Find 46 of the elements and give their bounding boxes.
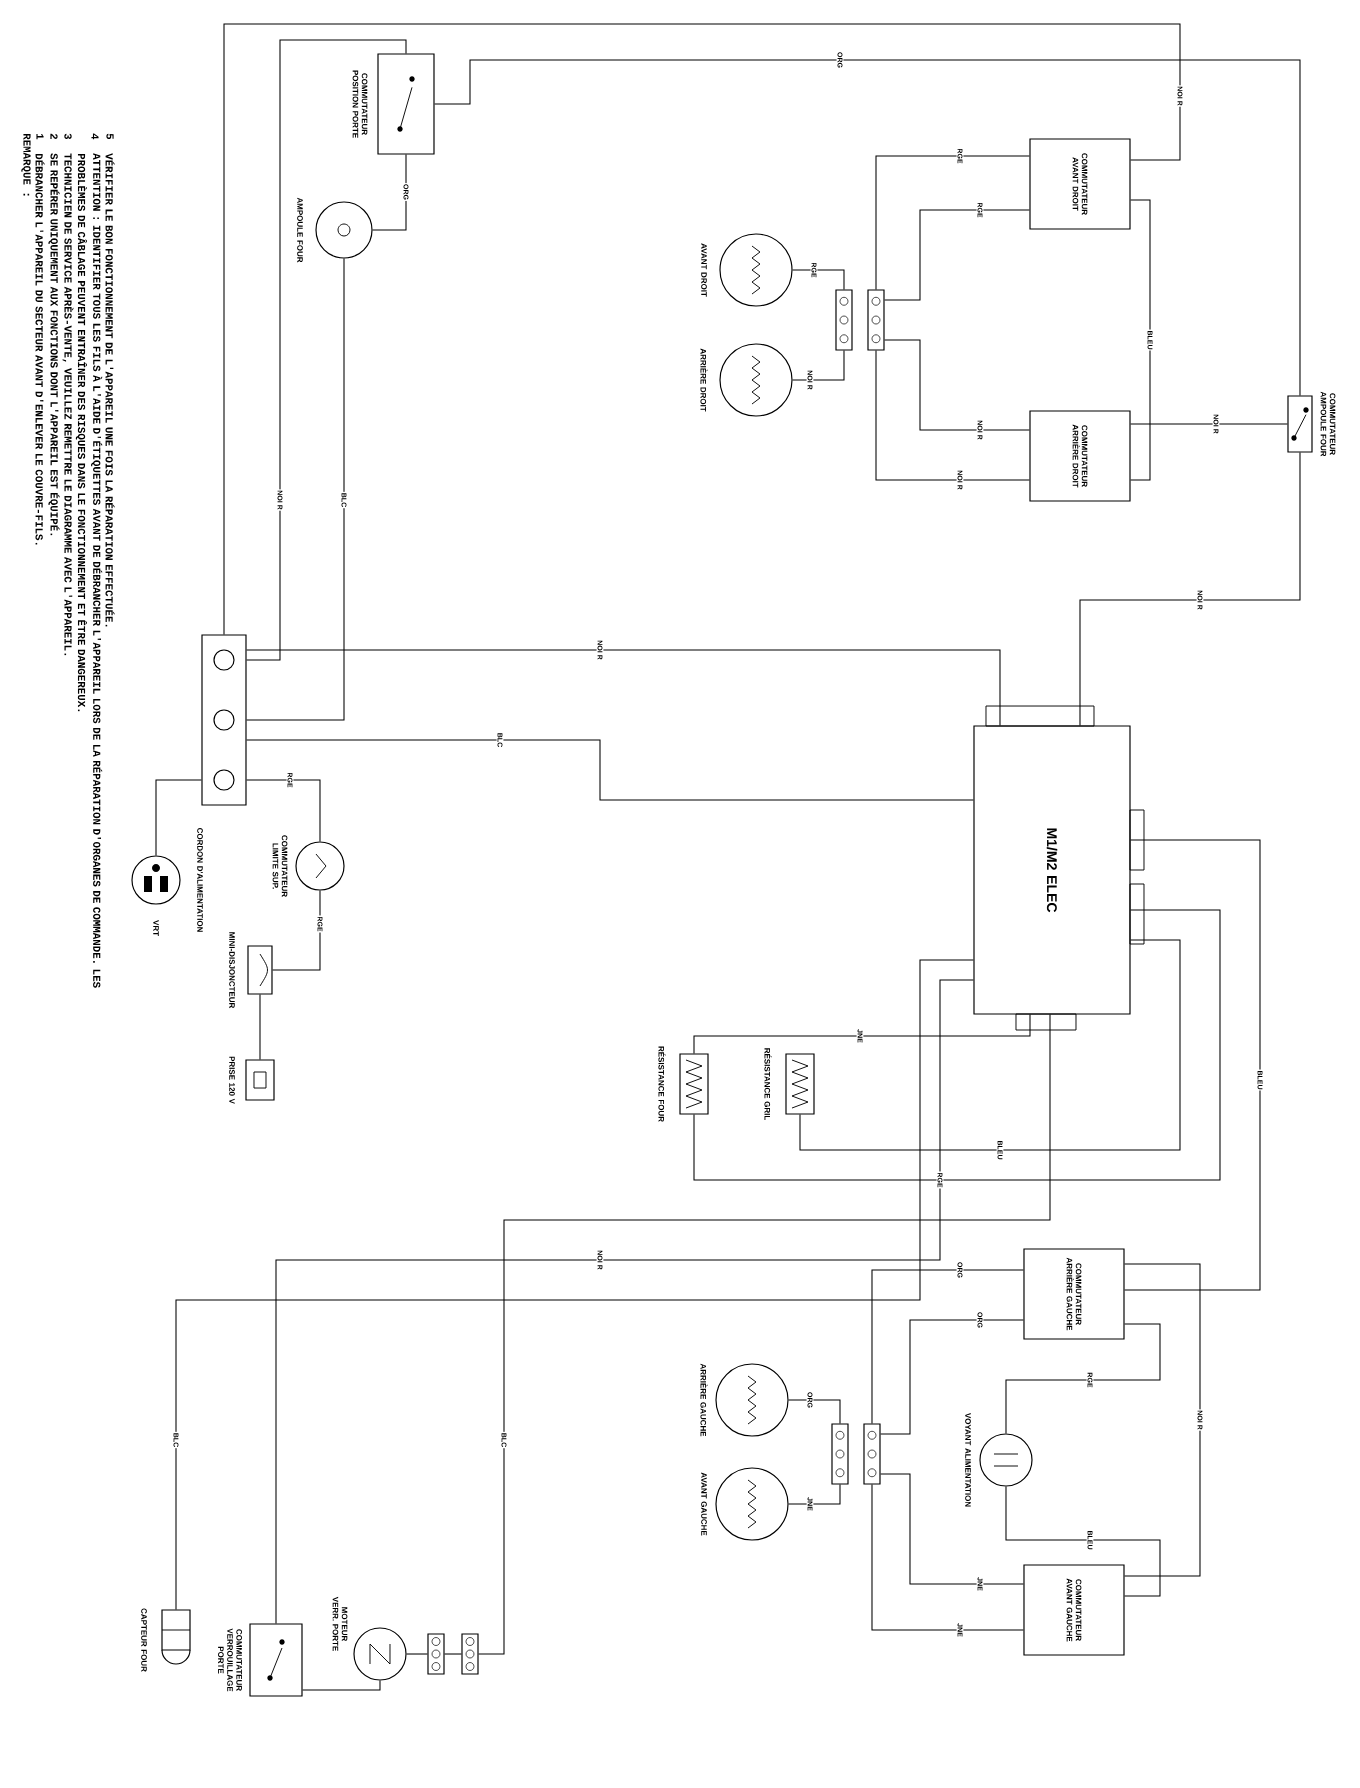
wire bbox=[246, 739, 974, 801]
wire bbox=[434, 59, 1301, 396]
wire bbox=[788, 1484, 841, 1505]
connector-plug bbox=[867, 289, 885, 351]
wire bbox=[246, 649, 1001, 726]
wire bbox=[1005, 1323, 1161, 1434]
wire bbox=[1079, 452, 1301, 726]
wire bbox=[406, 1653, 428, 1655]
wire bbox=[875, 350, 1030, 481]
wire bbox=[880, 1473, 1024, 1585]
wire bbox=[246, 779, 321, 842]
wire bbox=[478, 1014, 1051, 1655]
wire bbox=[884, 339, 1030, 431]
connector-plug bbox=[835, 289, 853, 351]
wire bbox=[302, 1680, 381, 1691]
wire bbox=[275, 979, 974, 1624]
wire bbox=[1124, 839, 1261, 1291]
wire bbox=[799, 939, 1181, 1151]
wire bbox=[246, 39, 407, 661]
wire bbox=[792, 269, 845, 290]
wire bbox=[875, 155, 1030, 290]
wire bbox=[792, 350, 845, 381]
wire bbox=[1130, 423, 1288, 425]
wire bbox=[155, 779, 202, 856]
wire bbox=[175, 959, 974, 1610]
wire bbox=[693, 909, 1221, 1181]
wire bbox=[871, 1484, 1024, 1631]
terminal-block bbox=[201, 634, 247, 806]
connector-plug bbox=[831, 1423, 849, 1485]
wire bbox=[880, 1319, 1024, 1435]
wire bbox=[693, 1014, 1031, 1054]
connector-plug bbox=[427, 1633, 445, 1675]
wire bbox=[871, 1269, 1024, 1424]
wire bbox=[1130, 199, 1151, 481]
wire bbox=[272, 890, 321, 971]
connector-plug bbox=[461, 1633, 479, 1675]
wire bbox=[259, 994, 261, 1060]
wire bbox=[1005, 1486, 1161, 1597]
wire bbox=[246, 258, 345, 721]
wire bbox=[788, 1399, 841, 1424]
wire bbox=[1124, 1263, 1201, 1577]
wire bbox=[884, 209, 1030, 301]
wire bbox=[223, 23, 1181, 635]
connector-plug bbox=[863, 1423, 881, 1485]
wire bbox=[372, 154, 407, 231]
wire bbox=[444, 1653, 462, 1655]
